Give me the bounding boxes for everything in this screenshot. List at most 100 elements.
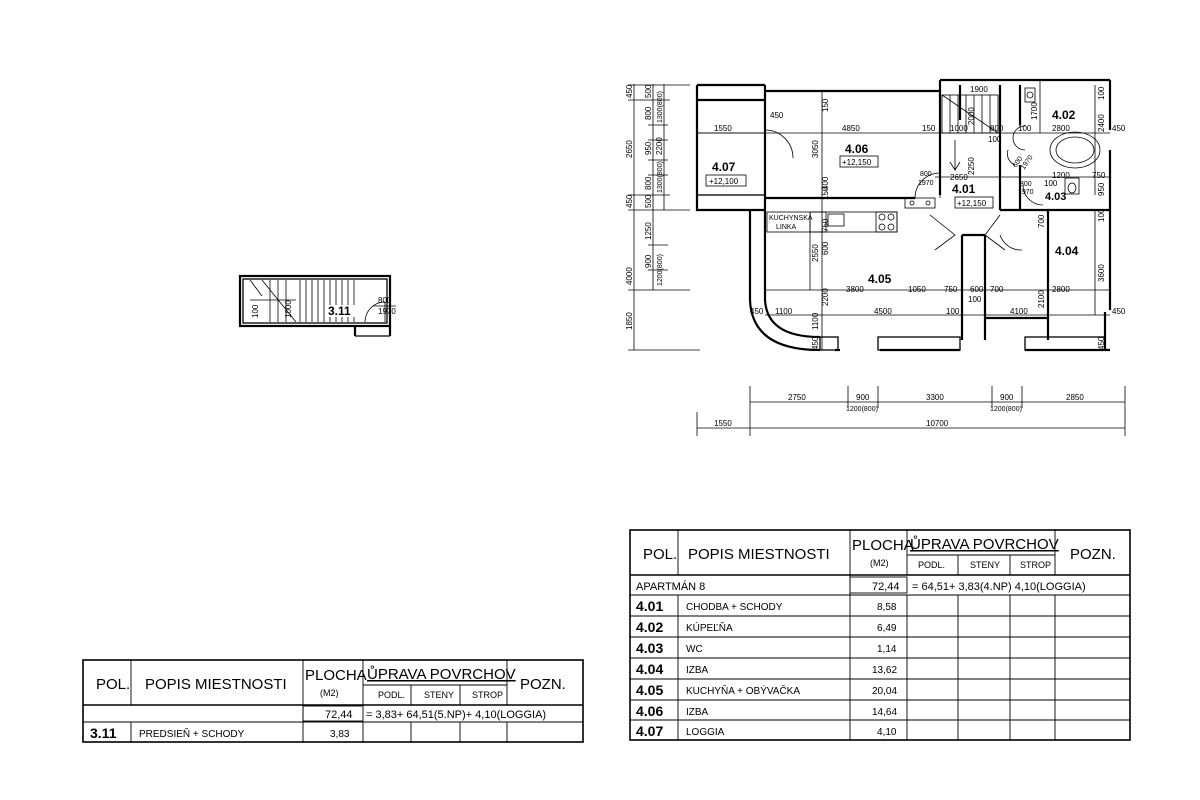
dim-1050: 1050 (908, 285, 926, 294)
row-popis: CHODBA + SCHODY (686, 602, 783, 613)
row-popis: LOGGIA (686, 727, 725, 738)
table-row: 3.11 PREDSIEŇ + SCHODY 3,83 (90, 725, 350, 741)
dim-2000: 2000 (967, 107, 976, 125)
dim-400: 400 (821, 176, 830, 190)
header-plocha: PLOCHA (305, 667, 367, 684)
room-label-4-02: 4.02 (1052, 108, 1076, 122)
dim-450-b1: 450 (750, 307, 764, 316)
dim-4500: 4500 (874, 307, 892, 316)
room-table-apartment: POL. POPIS MIESTNOSTI PLOCHA (M2) ŮPRAVA… (629, 529, 1131, 741)
dim-1900: 1900 (970, 85, 988, 94)
dim-4100: 4100 (1010, 307, 1028, 316)
row-popis: KUCHYŇA + OBÝVAČKA (686, 684, 800, 697)
left-dim-500b: 500 (644, 194, 653, 208)
row-popis: WC (686, 644, 703, 655)
room-level-4-07: +12,100 (709, 177, 739, 186)
header-steny: STENY (424, 690, 454, 700)
row-popis: PREDSIEŇ + SCHODY (139, 727, 245, 740)
dim-1970-a: 1970 (918, 180, 934, 187)
bottom-dim-2850: 2850 (1066, 393, 1084, 402)
bottom-dim-3300: 3300 (926, 393, 944, 402)
header-uprava: ŮPRAVA POVRCHOV (910, 535, 1059, 553)
row-plocha: 8,58 (877, 602, 897, 613)
dim-450-v: 450 (811, 336, 820, 350)
row-pol: 4.04 (636, 661, 663, 677)
dim-450-b2: 450 (1112, 307, 1126, 316)
dim-3600: 3600 (1097, 264, 1106, 282)
dim-100-d: 100 (1044, 179, 1058, 188)
bottom-dim-1200-800-b: 1200(800) (990, 406, 1022, 413)
summary-area: 72,44 (872, 581, 900, 593)
bottom-dim-1550: 1550 (714, 419, 732, 428)
row-popis: IZBA (686, 665, 709, 676)
header-podl: PODL. (378, 690, 405, 700)
room-table-lower: POL. POPIS MIESTNOSTI PLOCHA (M2) ŮPRAVA… (82, 659, 584, 743)
row-plocha: 14,64 (872, 707, 897, 718)
kitchen-label-line1: KUCHYNSKÁ (769, 213, 813, 222)
dim-1100-a: 1100 (775, 307, 793, 316)
bottom-dim-900-a: 900 (856, 393, 870, 402)
lower-dim-1000: 1000 (284, 300, 293, 318)
dim-600-b: 600 (970, 285, 984, 294)
dim-800-1970: 800 (920, 171, 932, 178)
lower-dim-1970: 1970 (378, 307, 396, 316)
row-plocha: 20,04 (872, 686, 897, 697)
summary-formula: = 64,51+ 3,83(4.NP) 4,10(LOGGIA) (912, 581, 1086, 593)
dim-100-g: 100 (968, 295, 982, 304)
row-pol: 4.01 (636, 598, 663, 614)
left-dim-1250: 1250 (644, 222, 653, 240)
header-strop: STROP (472, 690, 503, 700)
header-plocha: PLOCHA (852, 537, 914, 554)
dim-2200: 2200 (821, 288, 830, 306)
row-plocha: 1,14 (877, 644, 897, 655)
table-row: 4.06 IZBA 14,64 (636, 703, 897, 719)
lower-dim-800: 800 (378, 296, 392, 305)
room-level-4-01: +12,150 (957, 199, 987, 208)
header-podl: PODL. (918, 560, 945, 570)
row-popis: IZBA (686, 707, 709, 718)
bottom-dim-10700: 10700 (926, 419, 949, 428)
left-dim-2650: 2650 (625, 140, 634, 158)
table-row: 4.07 LOGGIA 4,10 (636, 723, 897, 739)
dim-100-f: 100 (1097, 208, 1106, 222)
dim-2550: 2550 (811, 244, 820, 262)
room-label-4-07: 4.07 (712, 160, 736, 174)
dim-1550-top: 1550 (714, 124, 732, 133)
row-plocha: 13,62 (872, 665, 897, 676)
dim-750-k: 750 (821, 218, 830, 232)
room-label-4-05: 4.05 (868, 272, 892, 286)
bottom-dim-2750: 2750 (788, 393, 806, 402)
row-pol: 4.06 (636, 703, 663, 719)
dim-750-a: 750 (1092, 171, 1106, 180)
header-unit: (M2) (320, 688, 339, 698)
row-pol: 4.02 (636, 619, 663, 635)
summary-label: APARTMÁN 8 (636, 580, 705, 593)
table-row: 4.02 KÚPEĽŇA 6,49 (636, 619, 897, 635)
left-dim-900: 900 (644, 254, 653, 268)
header-pozn: POZN. (520, 676, 566, 693)
table-row: 4.04 IZBA 13,62 (636, 661, 897, 677)
header-steny: STENY (970, 560, 1000, 570)
header-pol: POL. (643, 546, 677, 563)
header-unit: (M2) (870, 558, 889, 568)
dim-3800: 3800 (846, 285, 864, 294)
header-popis: POPIS MIESTNOSTI (145, 676, 287, 693)
header-strop: STROP (1020, 560, 1051, 570)
left-dim-4000: 4000 (625, 267, 634, 285)
header-pol: POL. (96, 676, 130, 693)
dim-150-a: 150 (922, 124, 936, 133)
header-popis: POPIS MIESTNOSTI (688, 546, 830, 563)
dim-2800-b: 2800 (1052, 285, 1070, 294)
row-plocha: 3,83 (330, 729, 350, 740)
left-dim-450b: 450 (625, 194, 634, 208)
dim-100-b: 100 (988, 135, 1002, 144)
dim-2800-top: 2800 (1052, 124, 1070, 133)
left-dim-2200: 2200 (655, 137, 664, 155)
dim-1970-c: 1970 (1018, 189, 1034, 196)
dim-1970-b: 1970 (1020, 154, 1035, 171)
dim-1000: 1000 (950, 124, 968, 133)
lower-dim-100: 100 (251, 304, 260, 318)
room-label-4-06: 4.06 (845, 142, 869, 156)
left-dim-800: 800 (644, 106, 653, 120)
dim-600-k: 600 (821, 241, 830, 255)
